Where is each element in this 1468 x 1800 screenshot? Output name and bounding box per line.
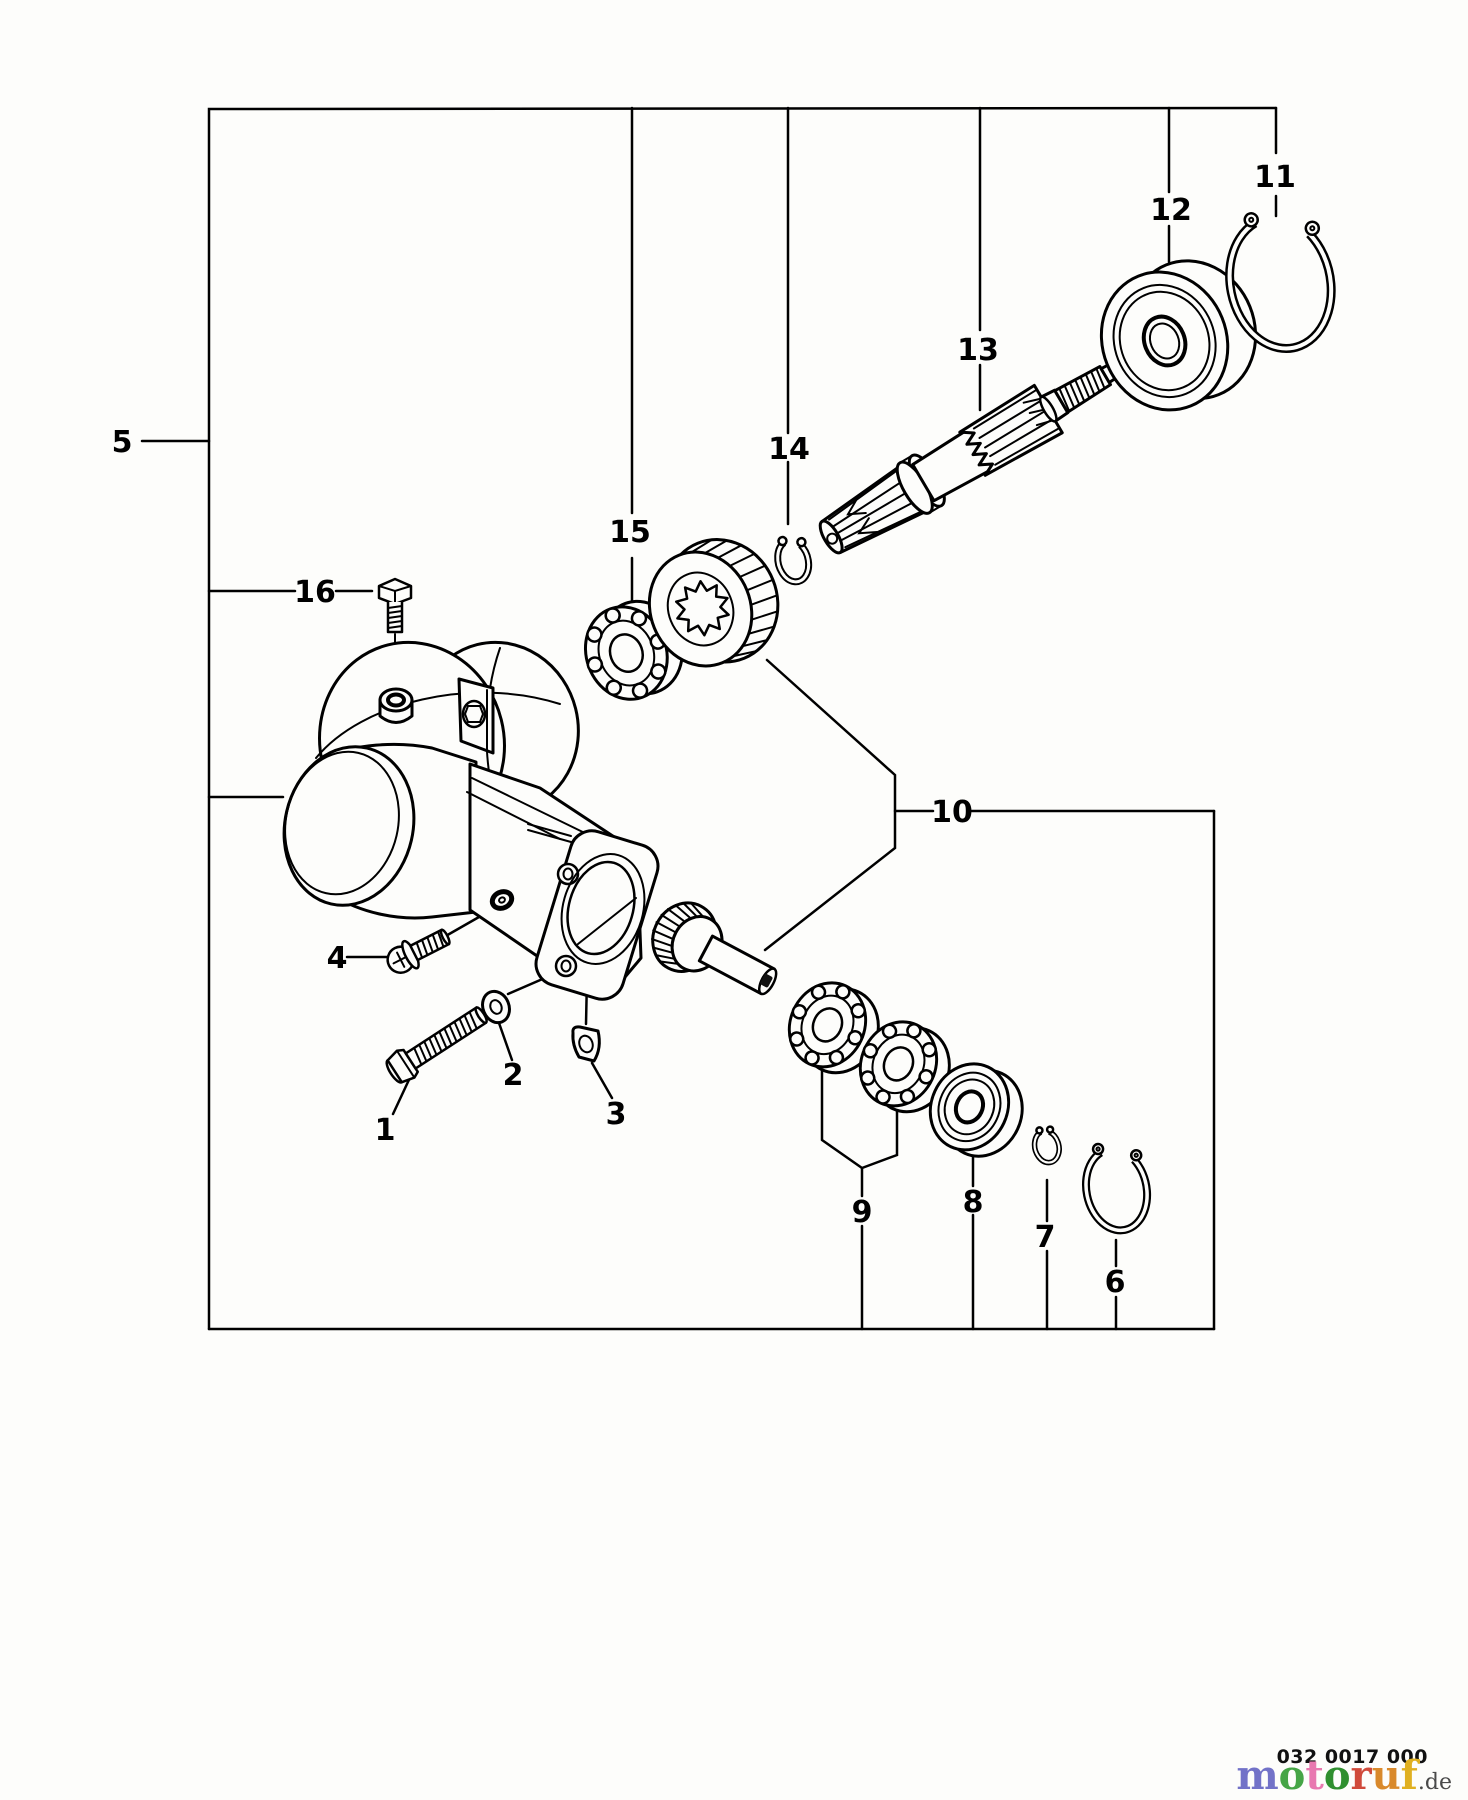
lock-tab-3 [571, 1025, 601, 1063]
watermark-motoruf: motoruf.de [1236, 1756, 1452, 1796]
snap-ring-14 [774, 535, 813, 586]
part-number: 032 0017 000 [1276, 1746, 1428, 1768]
bevel-pinion-10 [650, 901, 778, 996]
callout-2: 2 [503, 1058, 524, 1093]
callout-3: 3 [606, 1097, 627, 1132]
callout-1: 1 [375, 1113, 396, 1148]
callout-7: 7 [1035, 1220, 1056, 1255]
callout-9: 9 [852, 1195, 873, 1230]
watermark-suffix: .de [1417, 1770, 1452, 1795]
callout-4: 4 [327, 941, 348, 976]
callout-6: 6 [1105, 1265, 1126, 1300]
bevel-gear-10 [647, 538, 780, 668]
snap-ring-6 [1081, 1142, 1152, 1235]
bolt-16 [377, 577, 413, 634]
bolt-1 [385, 1006, 488, 1084]
callout-16: 16 [294, 575, 336, 610]
frame-and-leader-lines [140, 106, 1278, 1331]
drive-shaft-13 [818, 361, 1122, 555]
snap-ring-11 [1225, 212, 1336, 353]
bolt-4 [386, 928, 451, 974]
bearing-12 [1099, 259, 1258, 412]
watermark-letters: motoruf [1236, 1752, 1418, 1799]
callout-12: 12 [1150, 193, 1192, 228]
callout-8: 8 [963, 1185, 984, 1220]
callout-5: 5 [112, 425, 133, 460]
gearcase-housing [282, 640, 660, 1001]
washer-2 [481, 989, 511, 1025]
callout-11: 11 [1254, 160, 1296, 195]
callout-labels: 1 2 3 4 5 6 7 8 9 10 11 12 13 14 15 16 [112, 160, 1296, 1300]
bearing-8 [928, 1062, 1024, 1158]
washer-7 [1031, 1125, 1062, 1166]
callout-15: 15 [609, 515, 651, 550]
callout-14: 14 [768, 432, 810, 467]
callout-10: 10 [931, 795, 973, 830]
callout-13: 13 [957, 333, 999, 368]
